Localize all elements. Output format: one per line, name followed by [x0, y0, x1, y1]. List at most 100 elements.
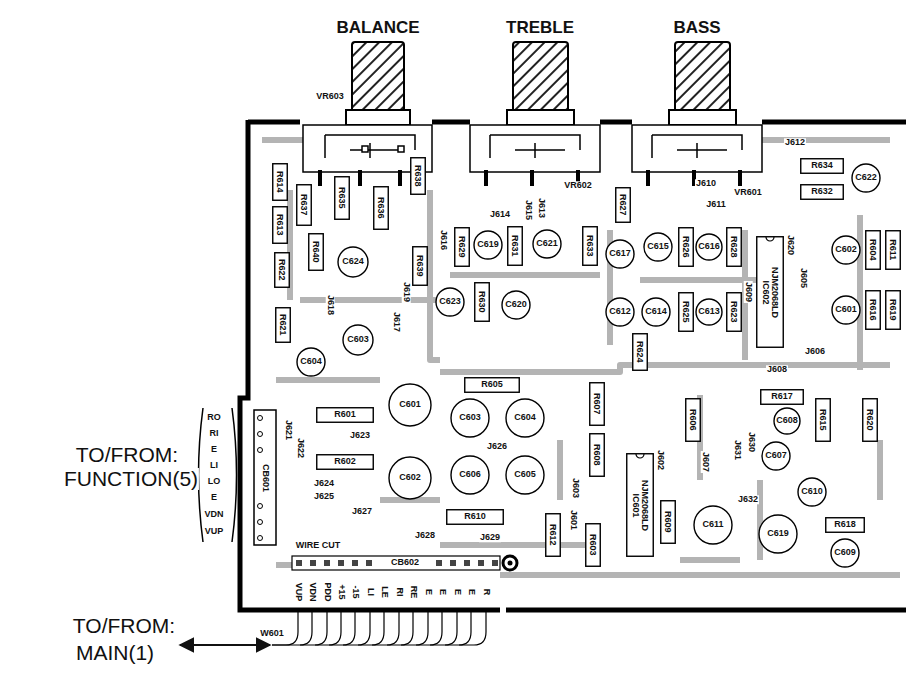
part-outline: [335, 177, 350, 220]
ic-package: NJM2068LDIC602: [756, 236, 784, 348]
component-text: R612: [548, 524, 557, 546]
part-outline: [275, 253, 290, 288]
component-designator: R606: [688, 409, 697, 431]
part-outline: [866, 291, 881, 330]
capacitor-outline: [338, 247, 368, 277]
jumper-label: J618: [325, 294, 334, 316]
component-designator: R603: [588, 534, 597, 556]
capacitor-outline: [696, 234, 722, 260]
component-designator: C601: [399, 400, 421, 409]
part-outline: [616, 188, 631, 223]
capacitor-symbol: C614: [641, 297, 671, 327]
component-text: R611: [888, 239, 897, 260]
part-outline: [679, 228, 694, 267]
component-text: C609: [834, 548, 856, 557]
component-text: R610: [464, 512, 486, 521]
pin-label: E: [452, 588, 461, 596]
component-designator: R611: [888, 239, 897, 260]
part-outline: [727, 228, 742, 267]
component-text: R608: [592, 444, 601, 466]
title-label: BALANCE: [335, 19, 420, 37]
component-designator: R633: [585, 235, 594, 257]
component-text: R624: [635, 341, 644, 363]
jumper-label: J621: [283, 419, 292, 441]
capacitor-outline: [343, 325, 373, 355]
part-outline: [276, 308, 291, 343]
part-number: CB602: [390, 558, 420, 567]
component-designator: R635: [337, 187, 346, 209]
component-text: R602: [334, 457, 356, 466]
component-designator: C624: [342, 257, 364, 266]
part-outline: [297, 185, 312, 226]
capacitor-symbol: C622: [851, 163, 881, 193]
component-text: R607: [592, 393, 601, 415]
component-text: R614: [275, 171, 284, 193]
component-text: R640: [311, 241, 320, 263]
component-designator: R634: [811, 161, 833, 170]
pin-label: LI: [209, 461, 219, 470]
component-designator: C622: [855, 173, 877, 182]
component-text: R604: [868, 239, 877, 261]
component-designator: R609: [663, 511, 672, 533]
component-designator: C604: [514, 413, 536, 422]
resistor-symbol: R639: [412, 246, 428, 286]
component-text: R623: [729, 301, 738, 323]
component-text: NJM2068LDIC602: [761, 266, 780, 317]
component-text: C604: [300, 357, 322, 366]
jumper-label: J603: [570, 477, 579, 499]
capacitor-outline: [852, 164, 880, 192]
resistor-symbol: R620: [862, 398, 878, 442]
component-designator: R608: [592, 444, 601, 466]
part-outline: [727, 293, 742, 332]
capacitor-outline: [642, 298, 670, 326]
component-designator: C613: [698, 307, 720, 316]
component-designator: R616: [868, 299, 877, 321]
capacitor-symbol: C605: [505, 455, 545, 495]
part-outline: [886, 291, 901, 330]
part-outline: [801, 159, 844, 174]
jumper-label: J623: [349, 431, 371, 440]
component-text: C605: [514, 470, 536, 479]
component-designator: C605: [514, 470, 536, 479]
copper-trace: [262, 140, 900, 575]
resistor-symbol: R611: [885, 230, 901, 270]
component-designator: R612: [548, 524, 557, 546]
component-text: R609: [663, 511, 672, 533]
component-text: C601: [399, 400, 421, 409]
capacitor-symbol: C607: [761, 441, 791, 471]
component-text: R628: [729, 236, 738, 258]
component-text: C602: [399, 473, 421, 482]
mounting-hole: [508, 561, 513, 566]
resistor-symbol: R619: [885, 290, 901, 330]
pot-terminal: [318, 170, 742, 186]
pin-label: RE: [408, 585, 417, 600]
part-number: VR602: [563, 181, 593, 190]
component-text: C616: [698, 242, 720, 251]
pin-label: RI: [209, 429, 220, 438]
component-text: R634: [811, 161, 833, 170]
component-designator: C602: [835, 245, 857, 254]
pin-label: -15: [350, 584, 359, 599]
resistor-symbol: R632: [800, 184, 844, 200]
component-designator: R622: [277, 259, 286, 281]
component-text: R620: [865, 409, 874, 431]
jumper-label: J615: [523, 199, 532, 221]
capacitor-symbol: C602: [831, 235, 861, 265]
part-number: VR601: [733, 188, 763, 197]
resistor-symbol: R621: [275, 307, 291, 343]
resistor-symbol: R629: [454, 227, 470, 267]
component-text: R601: [334, 410, 356, 419]
heading-label: FUNCTION(5): [63, 468, 199, 490]
capacitor-outline: [451, 399, 489, 437]
board-label: WIRE CUT: [295, 541, 342, 550]
component-text: C606: [459, 470, 481, 479]
resistor-symbol: R637: [296, 184, 312, 226]
resistor-symbol: R623: [726, 292, 742, 332]
part-outline: [863, 399, 878, 442]
resistor-symbol: R625: [678, 292, 694, 332]
capacitor-outline: [389, 457, 431, 499]
component-designator: C623: [439, 297, 461, 306]
resistor-symbol: R633: [582, 226, 598, 266]
resistor-symbol: R628: [726, 227, 742, 267]
component-designator: C603: [459, 413, 481, 422]
